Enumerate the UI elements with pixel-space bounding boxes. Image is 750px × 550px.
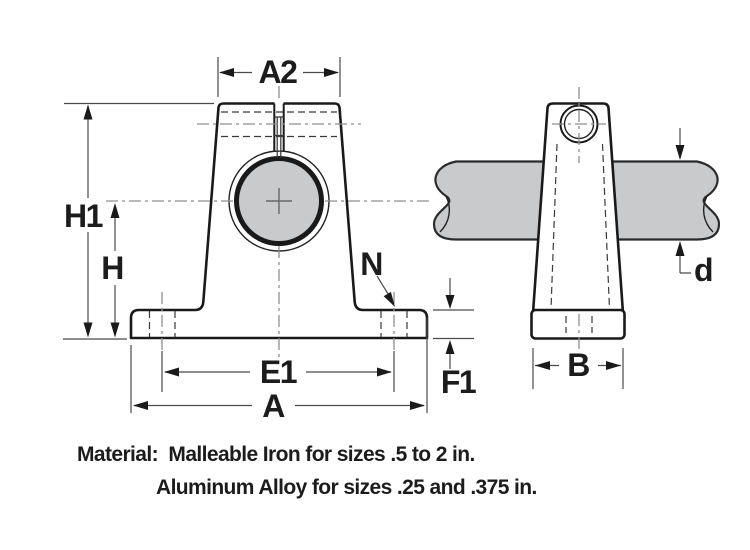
a2-dimension-lines (217, 57, 341, 97)
dimensions: A2 H1 H N E1 (63, 54, 714, 424)
dim-label-d: d (694, 252, 712, 288)
dimension-h1: H1 (63, 102, 214, 340)
dimension-e1: E1 (161, 351, 395, 392)
dimension-a: A (130, 318, 428, 424)
material-note-line1: Material: Malleable Iron for sizes .5 to… (77, 443, 475, 466)
dim-label-a: A (262, 388, 285, 424)
dim-label-e1: E1 (260, 354, 297, 390)
dim-label-b: B (567, 347, 589, 383)
dimension-n: N (360, 246, 395, 307)
f1-extension-lines (433, 309, 474, 340)
side-body-outline (531, 102, 625, 315)
b-extension-lines (532, 348, 624, 389)
e1-extension-lines (161, 351, 395, 392)
dim-label-a2: A2 (259, 54, 298, 90)
dimension-d: d (675, 128, 714, 288)
clamp-slit-inner-lines (274, 116, 284, 158)
clamp-slit-gap (274, 101, 284, 151)
side-hole-centerlines (552, 87, 606, 163)
side-base (530, 308, 626, 340)
dimension-h: H (101, 203, 124, 338)
n-leader-line (376, 275, 391, 298)
dim-label-h1: H1 (64, 198, 103, 234)
d-dimension-lines (679, 128, 691, 274)
side-hidden-bore-lines (550, 143, 611, 310)
side-view (432, 87, 721, 351)
h1-extension-lines (63, 102, 214, 340)
dimension-f1: F1 (433, 278, 477, 400)
front-view (106, 86, 430, 359)
material-note-line2: Aluminum Alloy for sizes .25 and .375 in… (156, 476, 537, 499)
flange-hole-centerlines (161, 292, 395, 351)
side-base-hole-hidden-lines (565, 316, 593, 333)
flange-hole-hidden-lines (148, 311, 408, 337)
bore-center-crosshair (266, 188, 292, 214)
shaft-break-crescent-left (439, 195, 451, 233)
clamp-screw-hidden-lines (221, 111, 337, 138)
clamp-slit-lines (273, 103, 285, 151)
h-arrowheads (110, 203, 120, 338)
a2-arrowheads (219, 68, 339, 77)
shaft-break-crescent-right (702, 195, 714, 233)
dim-label-n: N (360, 246, 382, 282)
a-extension-lines (130, 318, 428, 413)
dim-label-f1: F1 (441, 364, 476, 400)
f1-arrowheads (445, 295, 455, 354)
dim-label-h: H (101, 250, 123, 286)
dimension-a2: A2 (217, 54, 341, 97)
n-arrowhead (383, 291, 395, 307)
dimension-b: B (532, 347, 624, 389)
